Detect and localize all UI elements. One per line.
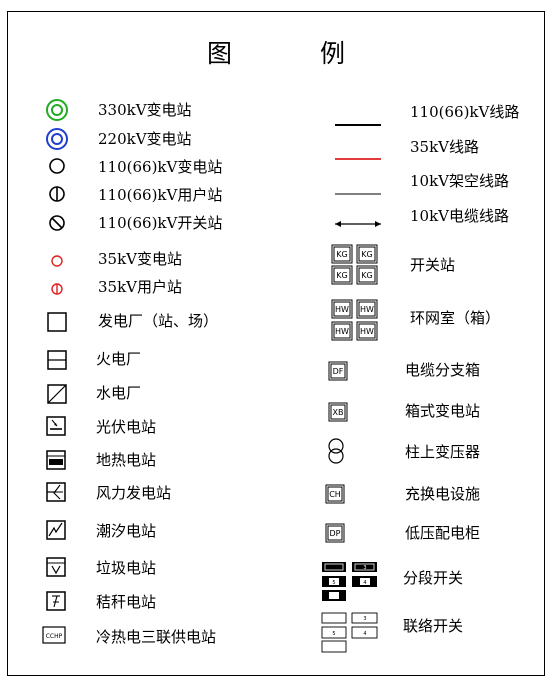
legend-label-tie-switch: 联络开关 xyxy=(403,617,464,635)
cchp-station-icon: CCHP xyxy=(42,626,66,648)
line-10kv-overhead-icon xyxy=(335,181,381,200)
small-red-circle-icon xyxy=(51,252,63,271)
tie-code-3: 3 xyxy=(363,616,366,622)
line-10kv-cable-icon xyxy=(335,213,381,232)
pole-transformer-icon xyxy=(326,437,346,471)
hw-code: HW xyxy=(360,305,374,314)
legend-label-thermal-plant: 火电厂 xyxy=(96,350,142,368)
tidal-station-icon xyxy=(46,520,66,544)
legend-label-10kv-cable-line: 10kV电缆线路 xyxy=(410,207,510,225)
ch-code: CH xyxy=(329,490,341,499)
tie-code-4: 4 xyxy=(363,631,366,637)
legend-label-cchp-station: 冷热电三联供电站 xyxy=(96,628,217,646)
solar-station-icon xyxy=(46,416,66,440)
legend-label-section-switch: 分段开关 xyxy=(403,569,464,587)
legend-label-pole-transformer: 柱上变压器 xyxy=(405,443,481,461)
legend-label-cable-branch-box: 电缆分支箱 xyxy=(405,361,481,379)
legend-label-35kv-substation: 35kV变电站 xyxy=(98,250,183,268)
waste-station-icon xyxy=(46,557,66,581)
legend-label-box-substation: 箱式变电站 xyxy=(405,402,481,420)
hw-code: HW xyxy=(335,327,349,336)
legend-frame xyxy=(7,11,545,676)
circle-slash-icon xyxy=(49,215,65,235)
square-horizontal-line-icon xyxy=(47,350,67,374)
kg-code: KG xyxy=(336,250,347,259)
legend-label-tidal-station: 潮汐电站 xyxy=(96,522,157,540)
legend-label-switch-station: 开关站 xyxy=(410,256,456,274)
legend-label-charging-facility: 充换电设施 xyxy=(405,485,481,503)
dp-code: DP xyxy=(330,529,341,538)
legend-label-220kv-substation: 220kV变电站 xyxy=(98,130,192,148)
line-35kv-red-icon xyxy=(335,146,381,165)
double-circle-blue-icon xyxy=(45,127,69,155)
kg-code: KG xyxy=(336,271,347,280)
square-icon xyxy=(47,312,67,336)
ring-main-unit-icon: HW HW HW HW xyxy=(331,299,379,347)
legend-label-110kv-switch-station: 110(66)kV开关站 xyxy=(98,214,223,232)
legend-label-330kv-substation: 330kV变电站 xyxy=(98,101,192,119)
cchp-code: CCHP xyxy=(46,633,63,640)
cable-branch-box-icon: DF xyxy=(328,361,348,385)
legend-label-solar-station: 光伏电站 xyxy=(96,418,157,436)
legend-label-straw-station: 秸秆电站 xyxy=(96,593,157,611)
small-red-circle-bar-icon xyxy=(51,280,63,299)
kg-code: KG xyxy=(361,271,372,280)
circle-vertical-bar-icon xyxy=(49,186,65,206)
df-code: DF xyxy=(333,367,344,376)
legend-label-geothermal-station: 地热电站 xyxy=(96,451,157,469)
legend-label-35kv-line: 35kV线路 xyxy=(410,138,480,156)
legend-label-low-voltage-cabinet: 低压配电柜 xyxy=(405,524,481,542)
legend-label-power-plant: 发电厂（站、场） xyxy=(98,312,219,330)
section-code-3: 3 xyxy=(363,565,366,571)
wind-station-icon xyxy=(46,482,66,506)
switch-station-icon: KG KG KG KG xyxy=(331,244,379,290)
legend-label-hydro-plant: 水电厂 xyxy=(96,384,142,402)
circle-icon xyxy=(49,158,65,178)
xb-code: XB xyxy=(333,408,344,417)
legend-label-110kv-line: 110(66)kV线路 xyxy=(410,103,520,121)
legend-title: 图 例 xyxy=(207,39,385,68)
legend-label-10kv-overhead-line: 10kV架空线路 xyxy=(410,172,510,190)
legend-label-wind-station: 风力发电站 xyxy=(96,484,172,502)
legend-label-110kv-user-station: 110(66)kV用户站 xyxy=(98,186,223,204)
hw-code: HW xyxy=(335,305,349,314)
geothermal-station-icon xyxy=(46,450,66,474)
section-code-4: 4 xyxy=(363,580,366,586)
legend-label-waste-station: 垃圾电站 xyxy=(96,559,157,577)
tie-switch-icon: 3 5 4 xyxy=(321,612,379,658)
kg-code: KG xyxy=(361,250,372,259)
box-substation-icon: XB xyxy=(328,402,348,426)
legend-label-35kv-user-station: 35kV用户站 xyxy=(98,278,183,296)
hw-code: HW xyxy=(360,327,374,336)
section-switch-icon: 3 5 4 xyxy=(321,561,379,607)
charging-facility-icon: CH xyxy=(325,484,345,508)
tie-code-5: 5 xyxy=(332,631,335,637)
low-voltage-cabinet-icon: DP xyxy=(325,523,345,547)
line-110kv-icon xyxy=(335,112,381,131)
legend-label-110kv-substation: 110(66)kV变电站 xyxy=(98,158,223,176)
square-diagonal-icon xyxy=(47,384,67,408)
legend-label-ring-main-unit: 环网室（箱） xyxy=(410,309,501,327)
section-code-5: 5 xyxy=(332,580,335,586)
straw-station-icon xyxy=(46,591,66,615)
double-circle-green-icon xyxy=(45,98,69,126)
